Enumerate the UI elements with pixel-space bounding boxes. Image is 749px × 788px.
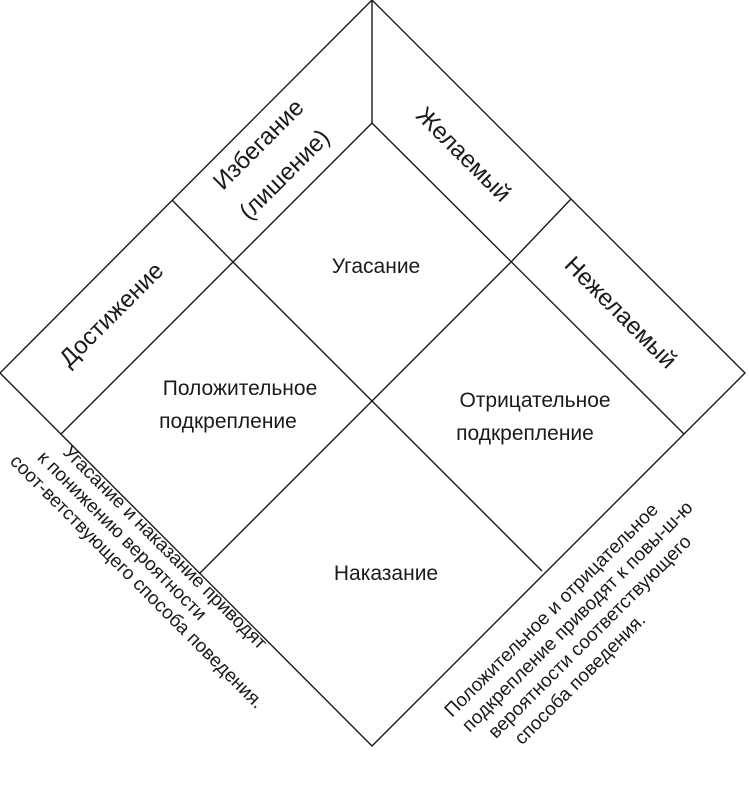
label-achievement: Достижение	[54, 257, 169, 372]
cell-positive-line1: Положительное	[163, 377, 318, 400]
cell-extinction: Угасание	[332, 255, 420, 278]
cell-punishment: Наказание	[334, 562, 438, 585]
header-inner-border-right	[371, 122, 685, 435]
outer-diamond	[0, 0, 746, 747]
header-divider-right-2	[510, 198, 572, 263]
diagram-grid	[0, 0, 746, 747]
cell-negative-line2: подкрепление	[456, 422, 594, 445]
note-right-line2: подкрепление приводят к повы-ш-ю	[458, 497, 697, 736]
header-divider-left	[171, 199, 234, 263]
note-left: Угасание и наказание приводят к понижени…	[5, 442, 270, 713]
cell-positive-line2: подкрепление	[159, 410, 297, 433]
inner-line-ne-sw	[199, 261, 512, 574]
label-undesired: Нежелаемый	[559, 251, 682, 374]
inner-line-nw-se-lower	[371, 400, 543, 572]
cell-negative-line1: Отрицательное	[459, 389, 610, 412]
inner-line-topleft	[232, 261, 373, 402]
header-inner-border-left	[60, 122, 373, 435]
label-desired: Желаемый	[411, 102, 517, 208]
note-right: Положительное и отрицательное подкреплен…	[441, 497, 698, 749]
note-left-line3: соот-ветствующего способа поведения.	[5, 451, 267, 713]
note-left-line2: к понижению вероятности	[33, 447, 210, 624]
